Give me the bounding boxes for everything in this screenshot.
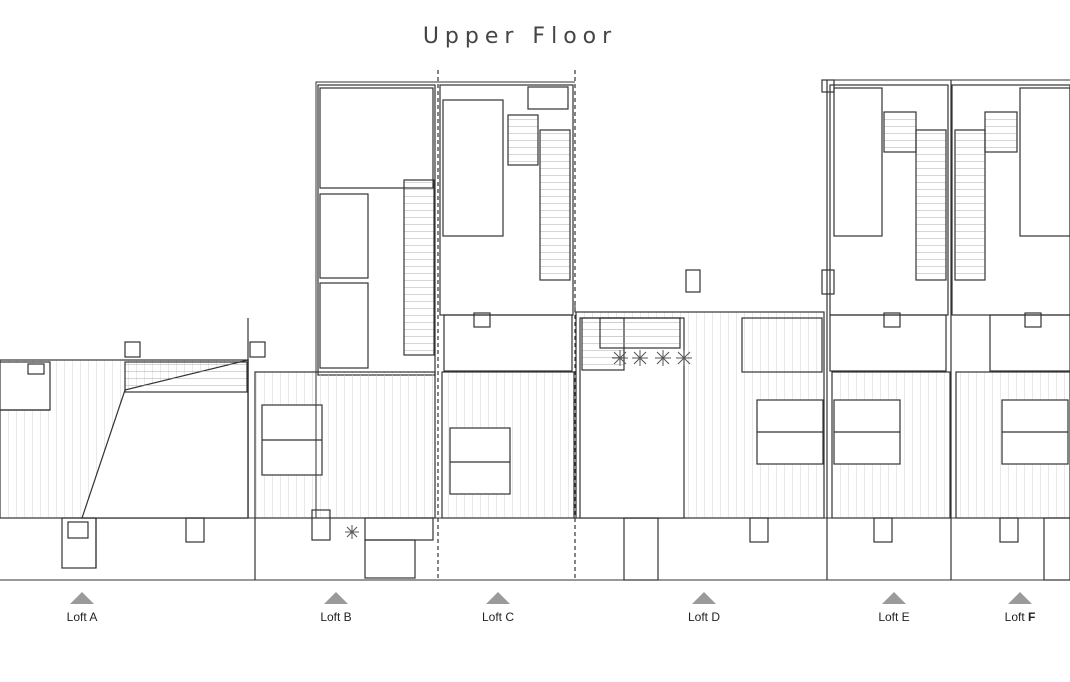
loft-e-unit	[821, 79, 951, 580]
loft-b-letter: B	[343, 610, 352, 624]
plant-symbols	[345, 350, 692, 539]
loft-c-letter: C	[505, 610, 515, 624]
loft-a-letter: A	[89, 610, 98, 624]
entry-marker-icon	[1008, 592, 1032, 604]
loft-e-letter: E	[901, 610, 910, 624]
loft-b-label: Loft B	[296, 592, 376, 624]
entry-marker-icon	[692, 592, 716, 604]
loft-a-label: Loft A	[42, 592, 122, 624]
entry-marker-icon	[70, 592, 94, 604]
ground-line	[0, 517, 1070, 581]
loft-d-label: Loft D	[664, 592, 744, 624]
loft-c-prefix: Loft	[481, 610, 506, 624]
loft-e-prefix: Loft	[878, 610, 902, 624]
entry-marker-icon	[882, 592, 906, 604]
loft-b-unit	[247, 84, 436, 580]
loft-d-letter: D	[711, 610, 721, 624]
page-title-text: Upper Floor	[422, 24, 618, 49]
loft-a-prefix: Loft	[66, 610, 90, 624]
loft-e-label: Loft E	[854, 592, 934, 624]
loft-a-unit	[0, 341, 249, 569]
loft-d-unit	[575, 269, 825, 581]
loft-f-unit	[950, 80, 1070, 581]
entry-marker-icon	[324, 592, 348, 604]
loft-c-unit	[437, 70, 576, 580]
loft-d-prefix: Loft	[687, 610, 712, 624]
loft-f-letter: F	[1028, 610, 1036, 624]
entry-marker-icon	[486, 592, 510, 604]
loft-b-prefix: Loft	[320, 610, 344, 624]
roof-outline	[315, 79, 1070, 518]
loft-f-prefix: Loft	[1004, 610, 1028, 624]
loft-f-label: Loft F	[980, 592, 1060, 624]
loft-c-label: Loft C	[458, 592, 538, 624]
page-title: Upper Floor	[0, 24, 1070, 49]
